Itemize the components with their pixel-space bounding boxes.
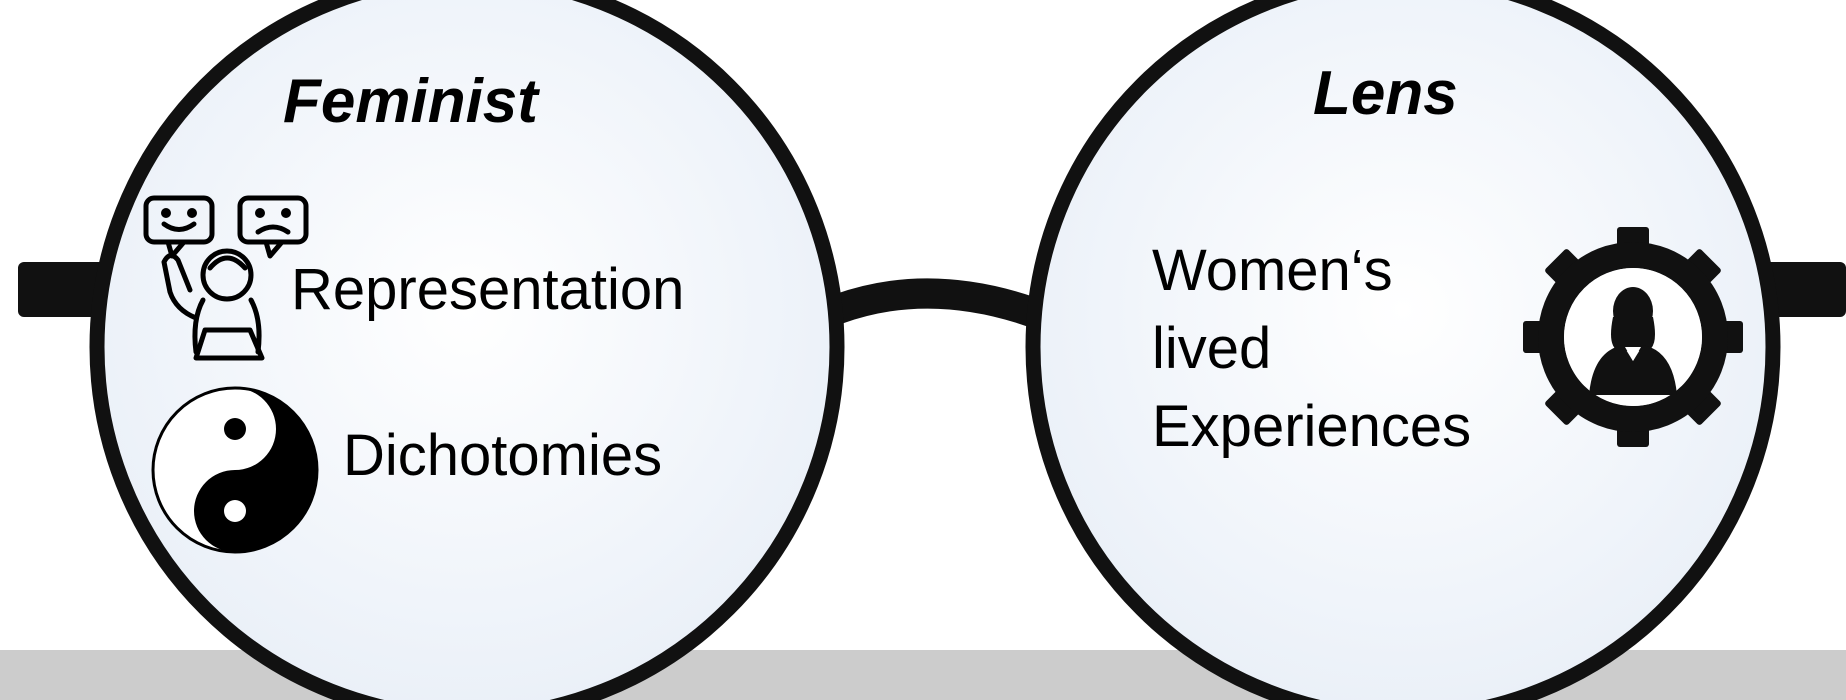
- speech-bubbles-person-icon: [143, 195, 309, 361]
- label-representation: Representation: [291, 257, 685, 322]
- yin-yang-icon: [151, 386, 319, 554]
- experiences-line-3: Experiences: [1152, 394, 1472, 459]
- label-dichotomies: Dichotomies: [343, 423, 663, 488]
- title-lens: Lens: [1313, 59, 1458, 128]
- label-womens-lived-experiences: Women‘s lived Experiences: [1152, 232, 1572, 466]
- gear-woman-icon: [1523, 227, 1743, 447]
- right-lens: [1025, 0, 1781, 700]
- title-feminist: Feminist: [283, 67, 538, 136]
- experiences-line-2: lived: [1152, 316, 1272, 381]
- experiences-line-1: Women‘s: [1152, 238, 1393, 303]
